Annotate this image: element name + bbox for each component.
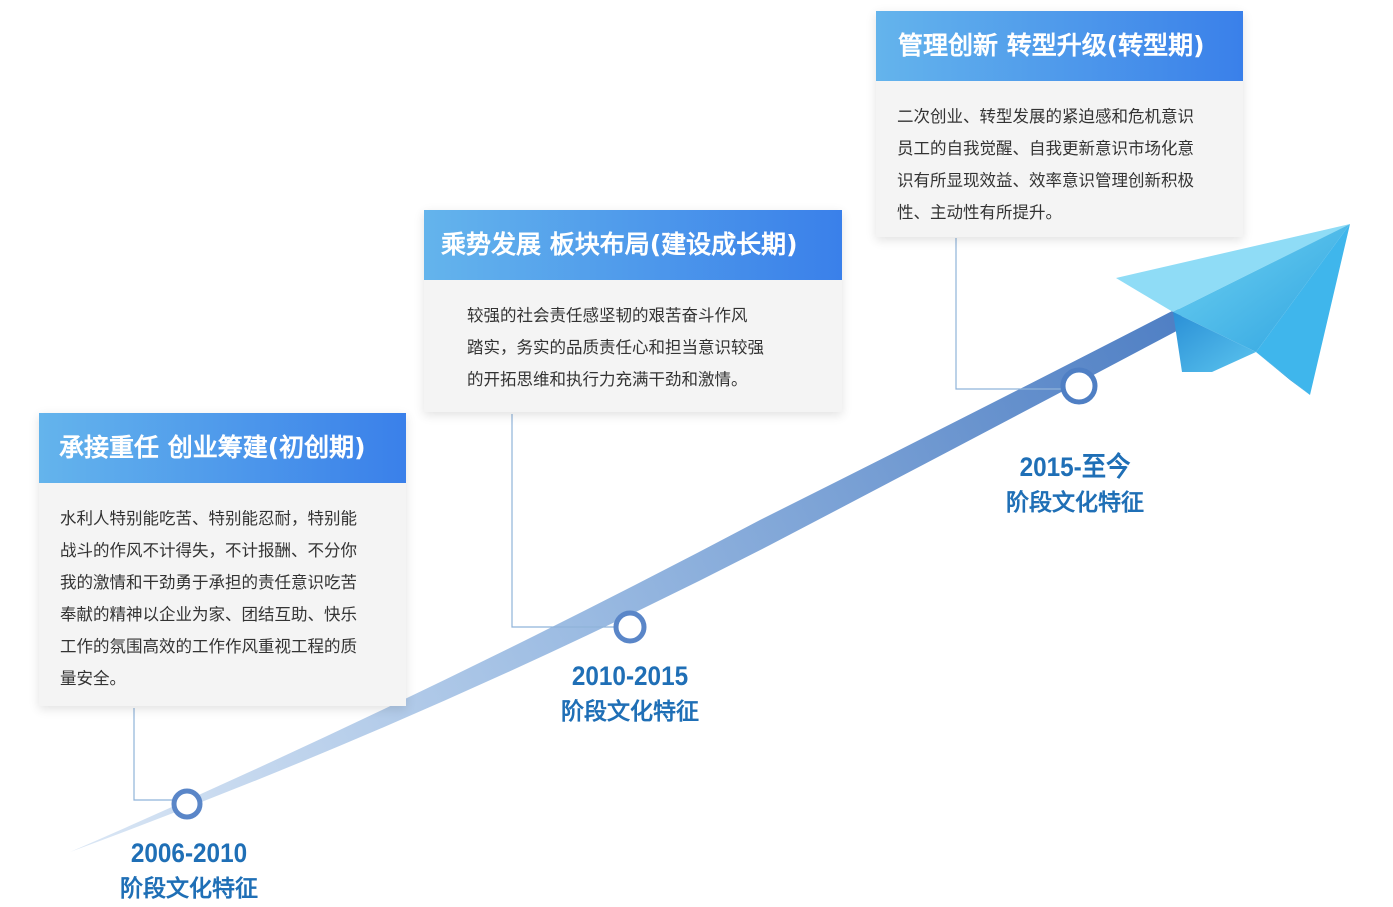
stage-caption: 阶段文化特征 <box>120 876 258 902</box>
body-line: 性、主动性有所提升。 <box>897 203 1062 222</box>
body-line: 量安全。 <box>60 669 126 688</box>
growth-trail <box>70 308 1186 852</box>
paper-plane-icon <box>1116 224 1350 395</box>
stage-caption: 阶段文化特征 <box>1006 490 1144 516</box>
stage-card-title: 承接重任 创业筹建(初创期) <box>39 413 406 483</box>
stage-period: 2010-2015 <box>571 661 689 691</box>
milestone-ring <box>171 788 203 820</box>
milestone-ring <box>613 610 647 644</box>
stage-card-1: 承接重任 创业筹建(初创期) 水利人特别能吃苦、特别能忍耐，特别能 战斗的作风不… <box>39 413 406 706</box>
stage-card-body: 较强的社会责任感坚韧的艰苦奋斗作风 踏实，务实的品质责任心和担当意识较强 的开拓… <box>424 280 842 396</box>
stage-label-1: 2006-2010 阶段文化特征 <box>69 835 309 907</box>
stage-card-2: 乘势发展 板块布局(建设成长期) 较强的社会责任感坚韧的艰苦奋斗作风 踏实，务实… <box>424 210 842 412</box>
body-line: 水利人特别能吃苦、特别能忍耐，特别能 <box>60 509 357 528</box>
stage-period: 2015-至今 <box>1019 452 1131 482</box>
body-line: 踏实，务实的品质责任心和担当意识较强 <box>467 338 764 357</box>
body-line: 二次创业、转型发展的紧迫感和危机意识 <box>897 107 1194 126</box>
milestone-ring <box>1060 367 1098 405</box>
connector-line <box>955 238 1066 390</box>
stage-card-body: 水利人特别能吃苦、特别能忍耐，特别能 战斗的作风不计得失，不计报酬、不分你 我的… <box>39 483 406 695</box>
stage-label-3: 2015-至今 阶段文化特征 <box>955 449 1195 521</box>
connector-line <box>133 708 186 801</box>
body-line: 奉献的精神以企业为家、团结互助、快乐 <box>60 605 357 624</box>
stage-caption: 阶段文化特征 <box>561 699 699 725</box>
body-line: 战斗的作风不计得失，不计报酬、不分你 <box>60 541 357 560</box>
body-line: 识有所显现效益、效率意识管理创新积极 <box>897 171 1194 190</box>
body-line: 员工的自我觉醒、自我更新意识市场化意 <box>897 139 1194 158</box>
stage-card-title: 乘势发展 板块布局(建设成长期) <box>424 210 842 280</box>
stage-label-2: 2010-2015 阶段文化特征 <box>510 658 750 730</box>
body-line: 较强的社会责任感坚韧的艰苦奋斗作风 <box>467 306 748 325</box>
body-line: 工作的氛围高效的工作作风重视工程的质 <box>60 637 357 656</box>
stage-card-title: 管理创新 转型升级(转型期) <box>876 11 1243 81</box>
body-line: 我的激情和干劲勇于承担的责任意识吃苦 <box>60 573 357 592</box>
connector-line <box>511 414 618 628</box>
body-line: 的开拓思维和执行力充满干劲和激情。 <box>467 370 748 389</box>
stage-card-body: 二次创业、转型发展的紧迫感和危机意识 员工的自我觉醒、自我更新意识市场化意 识有… <box>876 81 1243 229</box>
stage-period: 2006-2010 <box>130 838 248 868</box>
stage-card-3: 管理创新 转型升级(转型期) 二次创业、转型发展的紧迫感和危机意识 员工的自我觉… <box>876 11 1243 237</box>
